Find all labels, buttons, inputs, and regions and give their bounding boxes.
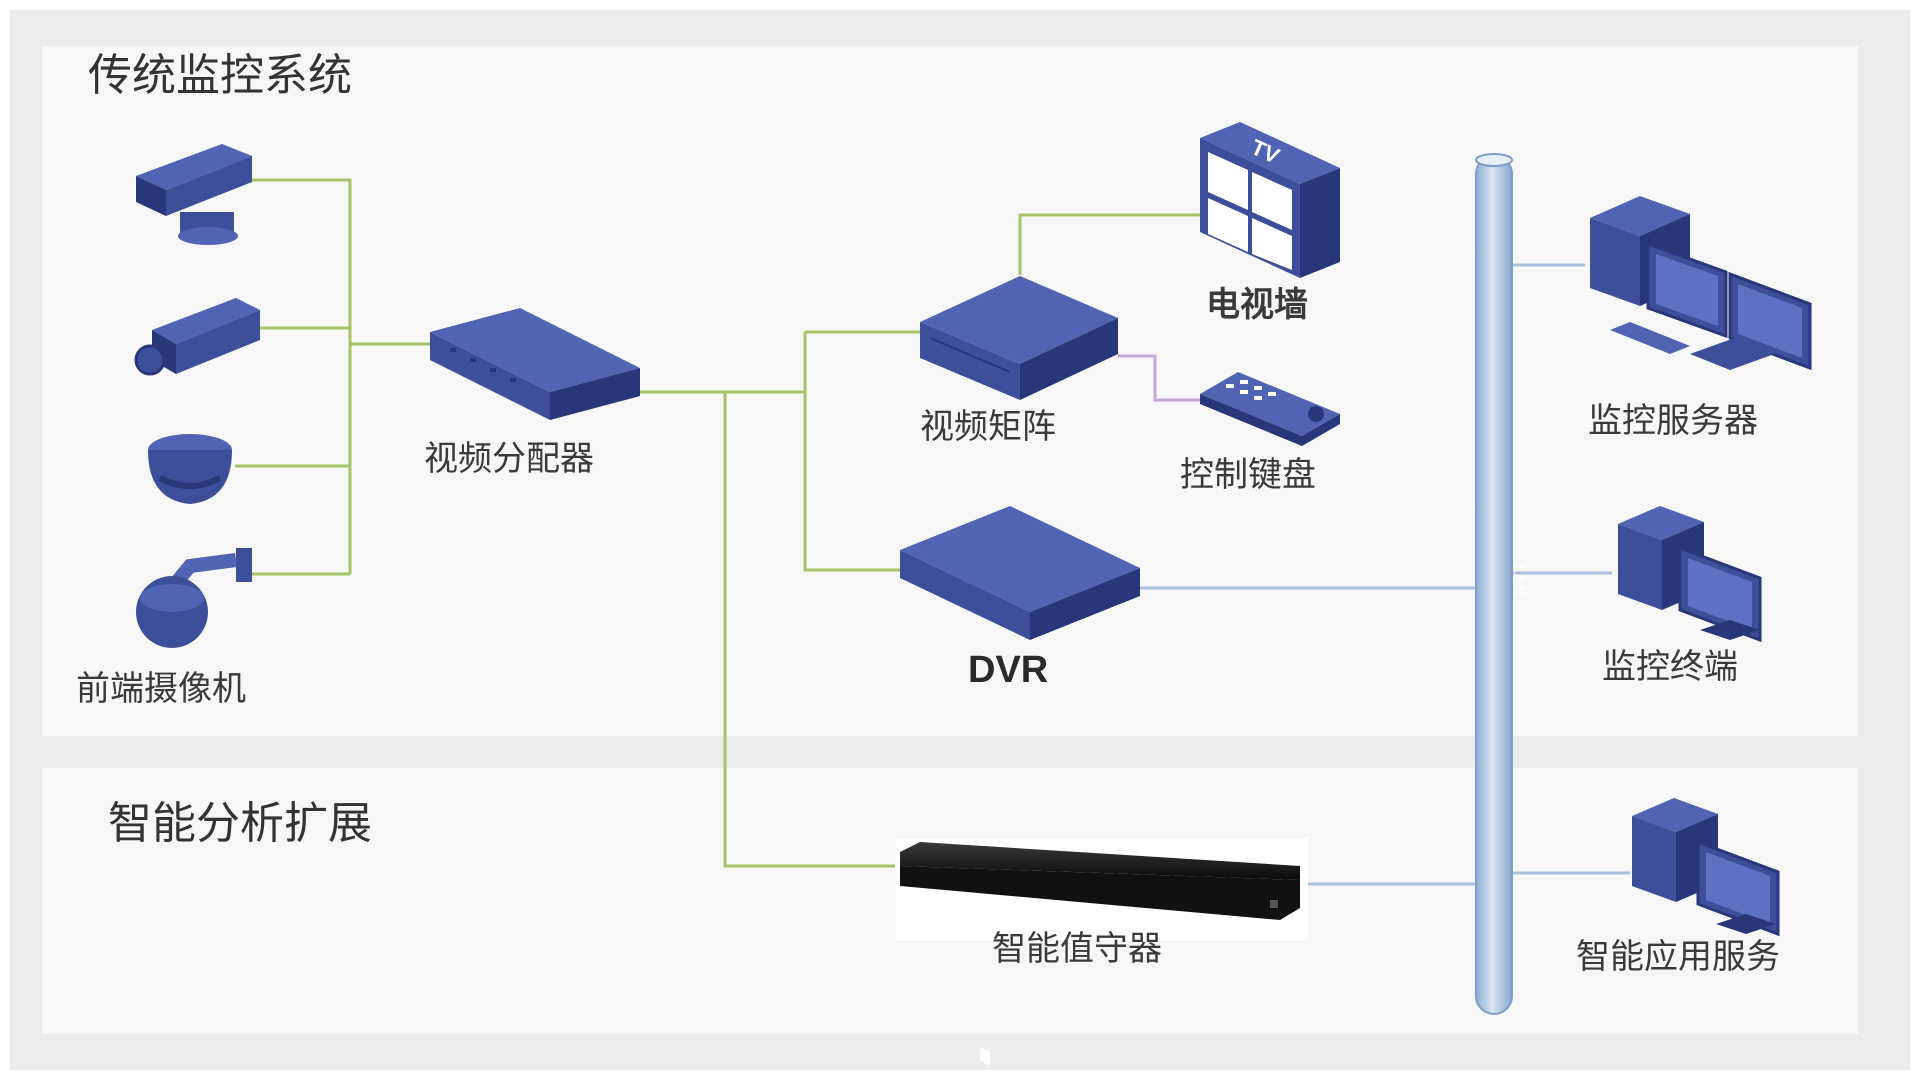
- app-service-label: 智能应用服务: [1576, 937, 1780, 977]
- dome-camera-icon: [148, 434, 232, 504]
- tv-wall-link: [1018, 213, 1200, 275]
- lan-links: [1140, 263, 1630, 886]
- video-matrix-icon: [920, 276, 1118, 400]
- dvr-icon: [900, 506, 1140, 1066]
- intelligent-section-title: 智能分析扩展: [108, 798, 372, 849]
- video-distributor-icon: [430, 308, 640, 420]
- app-service-icon: [1632, 798, 1780, 937]
- camera-bus-link: [250, 178, 352, 574]
- guard-input-link: [723, 392, 895, 868]
- tv-wall-label: 电视墙: [1206, 285, 1308, 325]
- guard-label: 智能值守器: [992, 929, 1162, 969]
- speed-dome-camera-icon: [136, 548, 252, 648]
- keyboard-label: 控制键盘: [1180, 455, 1316, 495]
- tv-wall-icon: TV: [1200, 122, 1340, 278]
- traditional-section-title: 传统监控系统: [88, 50, 352, 101]
- box-camera-ptz-icon: [136, 144, 252, 245]
- lan-label: LAN: [1510, 564, 1527, 595]
- control-keyboard-icon: [1200, 372, 1340, 446]
- matrix-dvr-branch-link: [803, 332, 900, 572]
- traditional-panel: [42, 46, 1858, 736]
- bullet-camera-icon: [134, 298, 260, 376]
- cameras-label: 前端摄像机: [76, 669, 246, 709]
- intelligent-guard-icon: [896, 838, 1308, 940]
- monitoring-terminal-icon: [1618, 506, 1762, 643]
- server-label: 监控服务器: [1588, 401, 1758, 441]
- keyboard-link: [1118, 354, 1200, 402]
- terminal-label: 监控终端: [1602, 647, 1738, 687]
- green-links: [235, 178, 1200, 868]
- lan-bus: LAN: [1475, 153, 1527, 1015]
- matrix-label: 视频矩阵: [920, 407, 1056, 447]
- dvr-label: DVR: [968, 649, 1048, 691]
- distributor-label: 视频分配器: [424, 439, 594, 479]
- monitoring-server-icon: [1590, 196, 1812, 371]
